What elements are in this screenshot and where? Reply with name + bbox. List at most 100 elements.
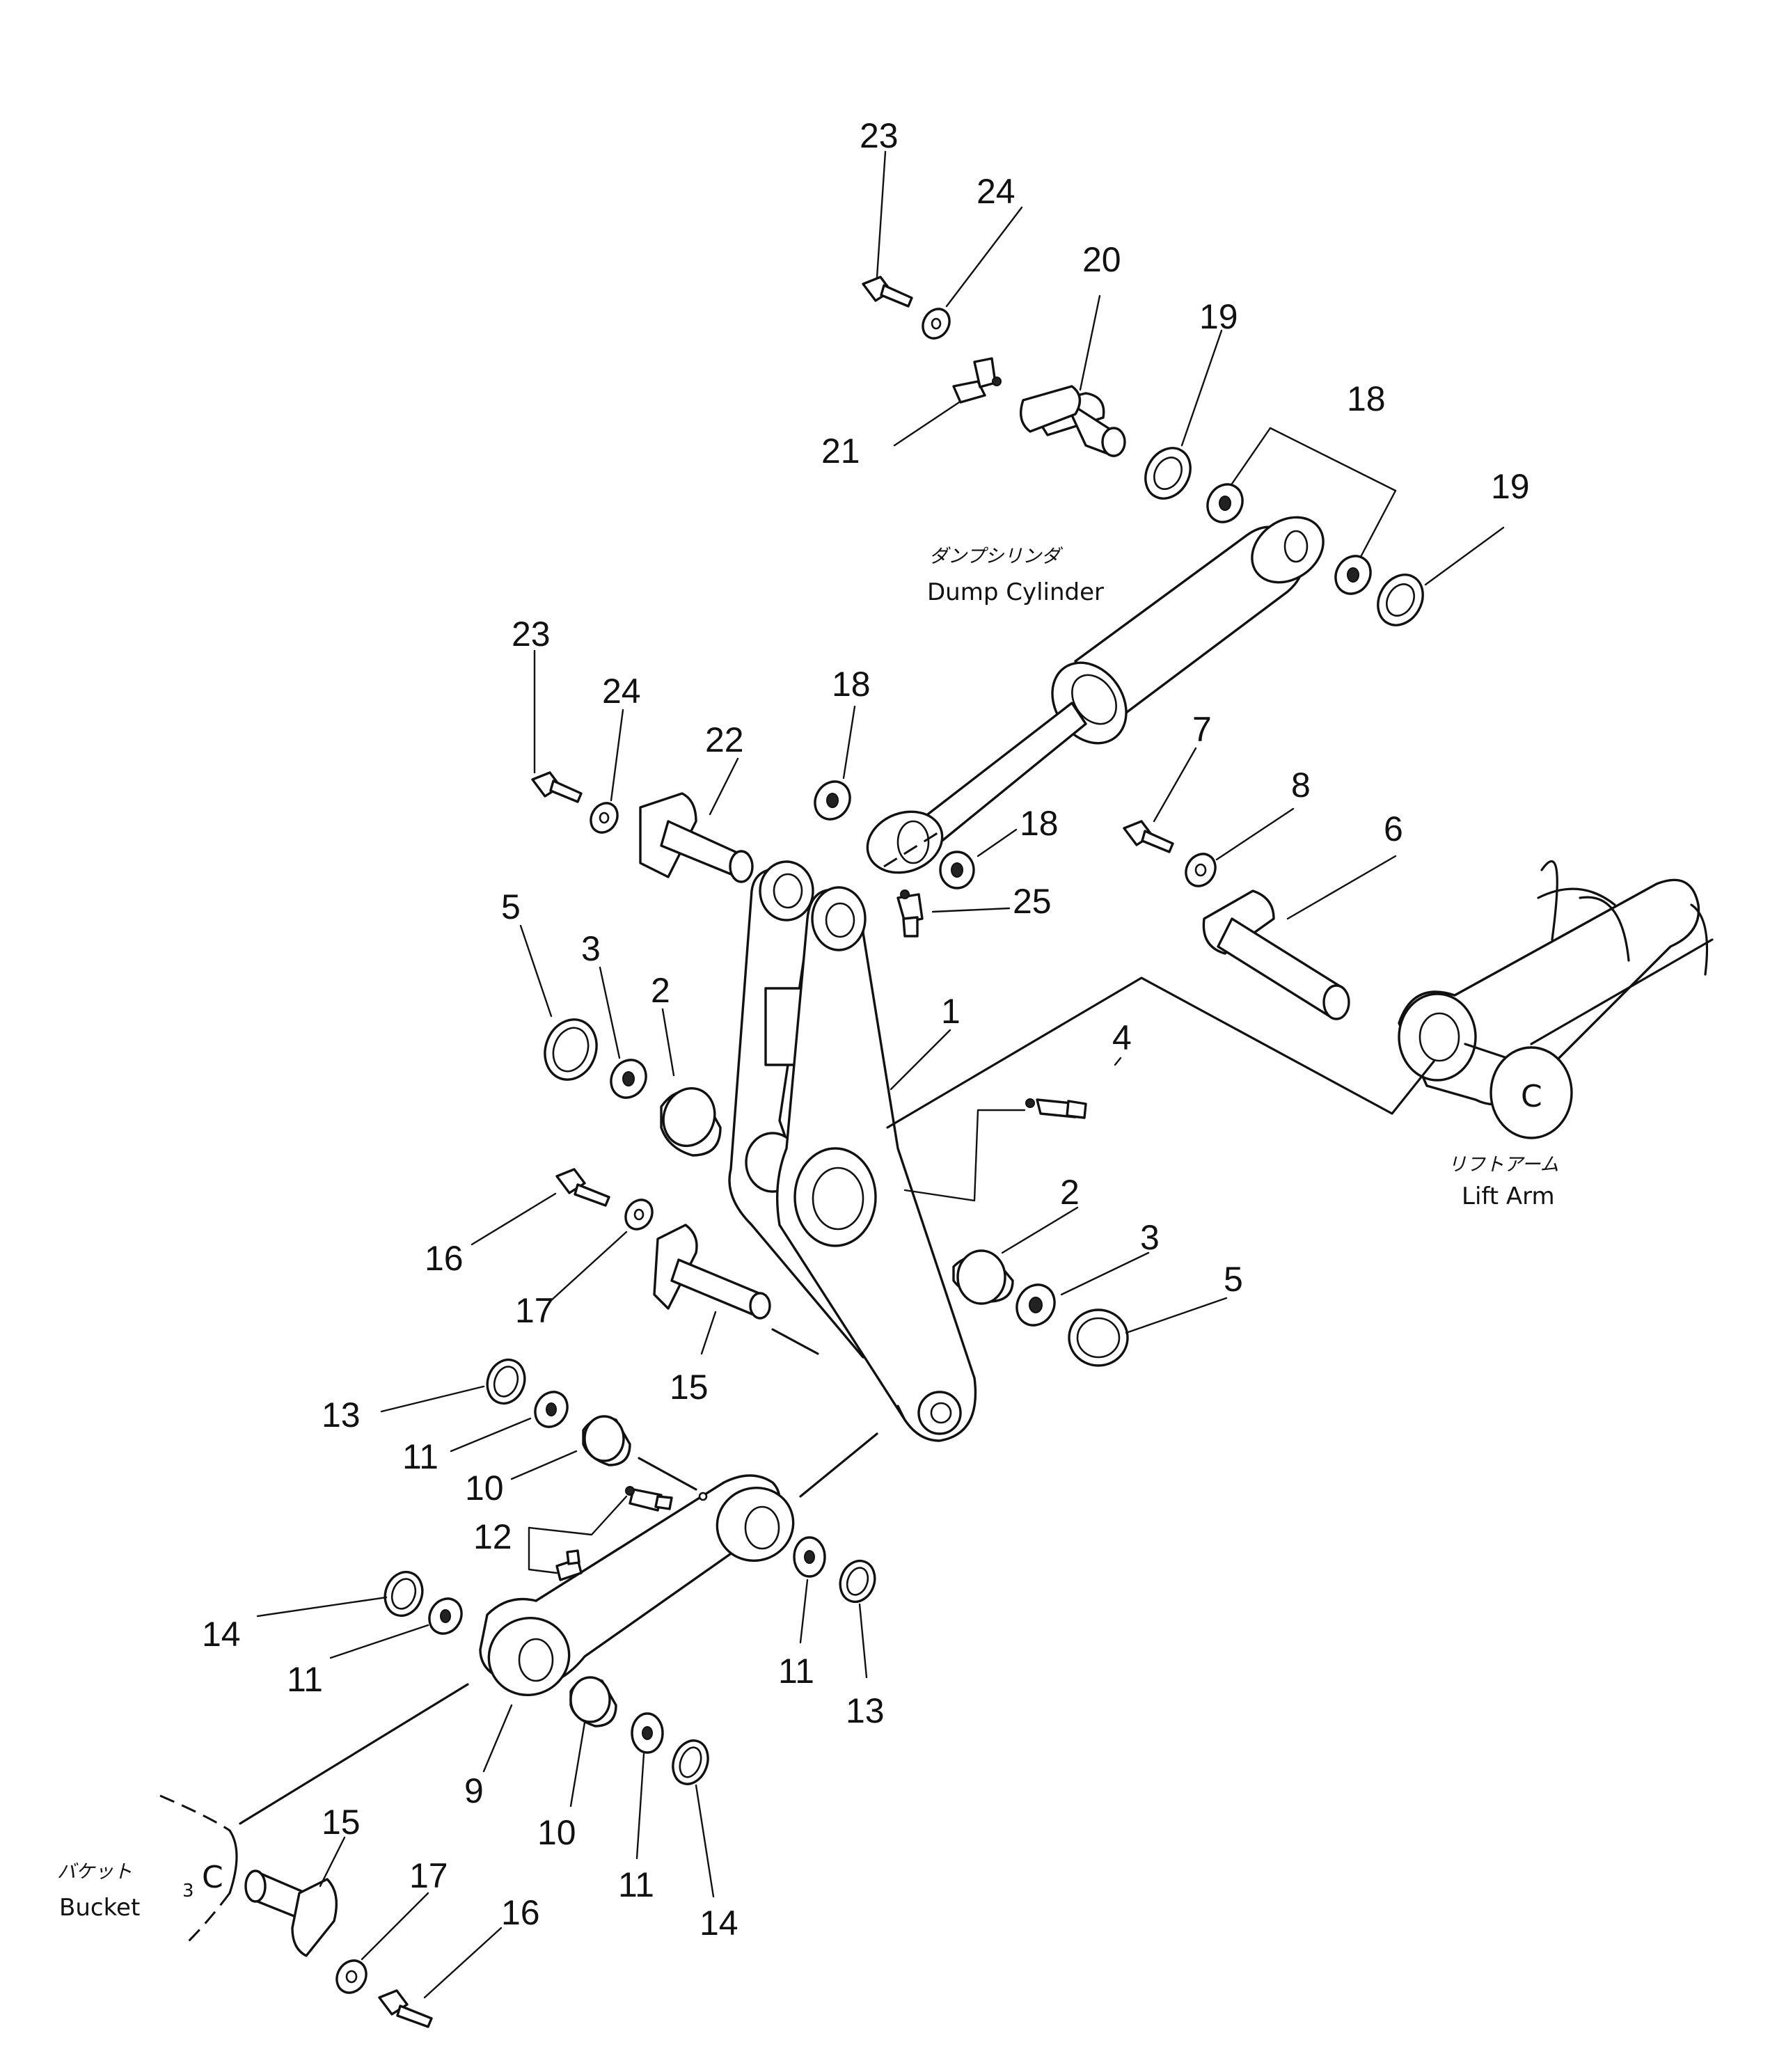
callout-11: 11 bbox=[618, 1865, 654, 1904]
callout-21: 21 bbox=[821, 432, 860, 470]
callout-2: 2 bbox=[1060, 1173, 1080, 1212]
callout-16: 16 bbox=[501, 1893, 540, 1932]
bushing-2-right bbox=[952, 1249, 1014, 1305]
callout-8: 8 bbox=[1291, 766, 1311, 805]
callout-3: 3 bbox=[581, 929, 601, 968]
lift-arm: C bbox=[1398, 860, 1714, 1139]
callout-19: 19 bbox=[1199, 297, 1238, 336]
callout-15: 15 bbox=[322, 1803, 361, 1842]
lift-arm-jp-label: リフトアーム bbox=[1448, 1154, 1559, 1176]
bucket: C 3 bbox=[159, 1794, 238, 1943]
washer-24-upper bbox=[922, 308, 951, 340]
callout-14: 14 bbox=[700, 1904, 738, 1943]
callout-24: 24 bbox=[602, 672, 641, 711]
pin-20 bbox=[1020, 385, 1126, 457]
callout-4: 4 bbox=[1112, 1018, 1132, 1057]
callout-17: 17 bbox=[515, 1291, 554, 1330]
seal-13-right bbox=[839, 1559, 876, 1604]
callout-11: 11 bbox=[778, 1652, 814, 1691]
fitting-4 bbox=[1025, 1098, 1087, 1119]
callout-3: 3 bbox=[1140, 1218, 1160, 1257]
fitting-12-upper bbox=[625, 1486, 673, 1512]
callout-9: 9 bbox=[464, 1771, 484, 1810]
seal-19-upper bbox=[1144, 447, 1192, 500]
seal-5-right bbox=[1068, 1308, 1129, 1367]
washer-8 bbox=[1185, 853, 1217, 887]
svg-text:C: C bbox=[202, 1860, 223, 1895]
washer-24-mid bbox=[590, 802, 619, 834]
bearing-18-b bbox=[1334, 555, 1372, 595]
callout-1: 1 bbox=[941, 992, 961, 1031]
svg-text:3: 3 bbox=[182, 1881, 194, 1901]
bearing-18-a bbox=[1206, 483, 1244, 523]
callout-13: 13 bbox=[322, 1395, 361, 1434]
callout-10: 10 bbox=[537, 1813, 576, 1852]
seal-19-right bbox=[1377, 574, 1424, 626]
bushing-10-upper bbox=[582, 1415, 631, 1466]
bellcrank bbox=[728, 860, 977, 1442]
callout-20: 20 bbox=[1082, 240, 1121, 279]
callout-7: 7 bbox=[1192, 710, 1212, 749]
callout-22: 22 bbox=[705, 720, 744, 759]
pin-15-lower bbox=[244, 1869, 338, 1957]
callout-13: 13 bbox=[846, 1691, 885, 1730]
bolt-23-mid bbox=[531, 771, 583, 803]
pin-22 bbox=[639, 792, 754, 883]
callout-23: 23 bbox=[860, 116, 899, 155]
bearing-11-b bbox=[793, 1536, 826, 1578]
bearing-11-d bbox=[631, 1712, 664, 1754]
bearing-3-left bbox=[610, 1059, 647, 1099]
washer-17-lower bbox=[335, 1959, 368, 1994]
bushing-2-left bbox=[660, 1086, 722, 1157]
bushing-10-lower bbox=[569, 1676, 617, 1727]
bucket-jp-label: バケット bbox=[57, 1861, 132, 1883]
callout-6: 6 bbox=[1384, 809, 1403, 848]
bearing-11-a bbox=[534, 1391, 569, 1428]
callout-19: 19 bbox=[1491, 467, 1530, 506]
link bbox=[479, 1474, 795, 1697]
lift-arm-label: Lift Arm bbox=[1462, 1183, 1555, 1210]
washer-17-upper bbox=[624, 1199, 654, 1231]
fitting-25 bbox=[896, 889, 924, 938]
callout-5: 5 bbox=[501, 887, 521, 926]
svg-text:C: C bbox=[1521, 1079, 1542, 1114]
bolt-7 bbox=[1123, 820, 1174, 853]
callout-numbers: 23 24 20 21 19 18 19 23 24 22 18 18 25 7… bbox=[202, 116, 1530, 1943]
callout-23: 23 bbox=[512, 615, 551, 654]
bolt-23-upper bbox=[862, 276, 913, 308]
callout-11: 11 bbox=[287, 1660, 323, 1699]
callout-17: 17 bbox=[409, 1856, 448, 1895]
dump-cylinder bbox=[866, 516, 1325, 874]
seal-13-left bbox=[486, 1358, 526, 1405]
callout-24: 24 bbox=[977, 172, 1016, 211]
seal-14-left bbox=[384, 1570, 424, 1618]
bearing-11-c bbox=[428, 1597, 463, 1635]
dump-cylinder-label: Dump Cylinder bbox=[927, 578, 1104, 606]
pin-15-upper bbox=[653, 1224, 771, 1320]
bucket-label: Bucket bbox=[59, 1894, 140, 1922]
callout-15: 15 bbox=[670, 1368, 709, 1407]
callout-18: 18 bbox=[832, 665, 871, 704]
seal-5-left bbox=[544, 1018, 598, 1081]
dump-cylinder-jp-label: ダンプシリンダ bbox=[929, 546, 1063, 567]
fitting-12-lower bbox=[555, 1549, 583, 1581]
callout-18: 18 bbox=[1020, 804, 1059, 843]
callout-11: 11 bbox=[402, 1437, 438, 1476]
seal-14-right bbox=[672, 1739, 709, 1785]
fitting-21 bbox=[952, 357, 1002, 404]
callout-12: 12 bbox=[473, 1517, 512, 1556]
bolt-16-lower bbox=[378, 1989, 433, 2028]
callout-10: 10 bbox=[465, 1469, 504, 1508]
bearing-18-d bbox=[939, 851, 975, 889]
callout-18: 18 bbox=[1347, 379, 1386, 418]
bolt-16-upper bbox=[555, 1168, 610, 1207]
callout-25: 25 bbox=[1013, 882, 1052, 921]
pin-6 bbox=[1202, 889, 1350, 1020]
callout-16: 16 bbox=[425, 1239, 464, 1278]
bearing-18-c bbox=[814, 780, 851, 821]
leader-lines bbox=[239, 150, 1505, 1999]
callout-14: 14 bbox=[202, 1615, 241, 1654]
callout-2: 2 bbox=[651, 971, 670, 1010]
bearing-3-right bbox=[1016, 1283, 1056, 1327]
